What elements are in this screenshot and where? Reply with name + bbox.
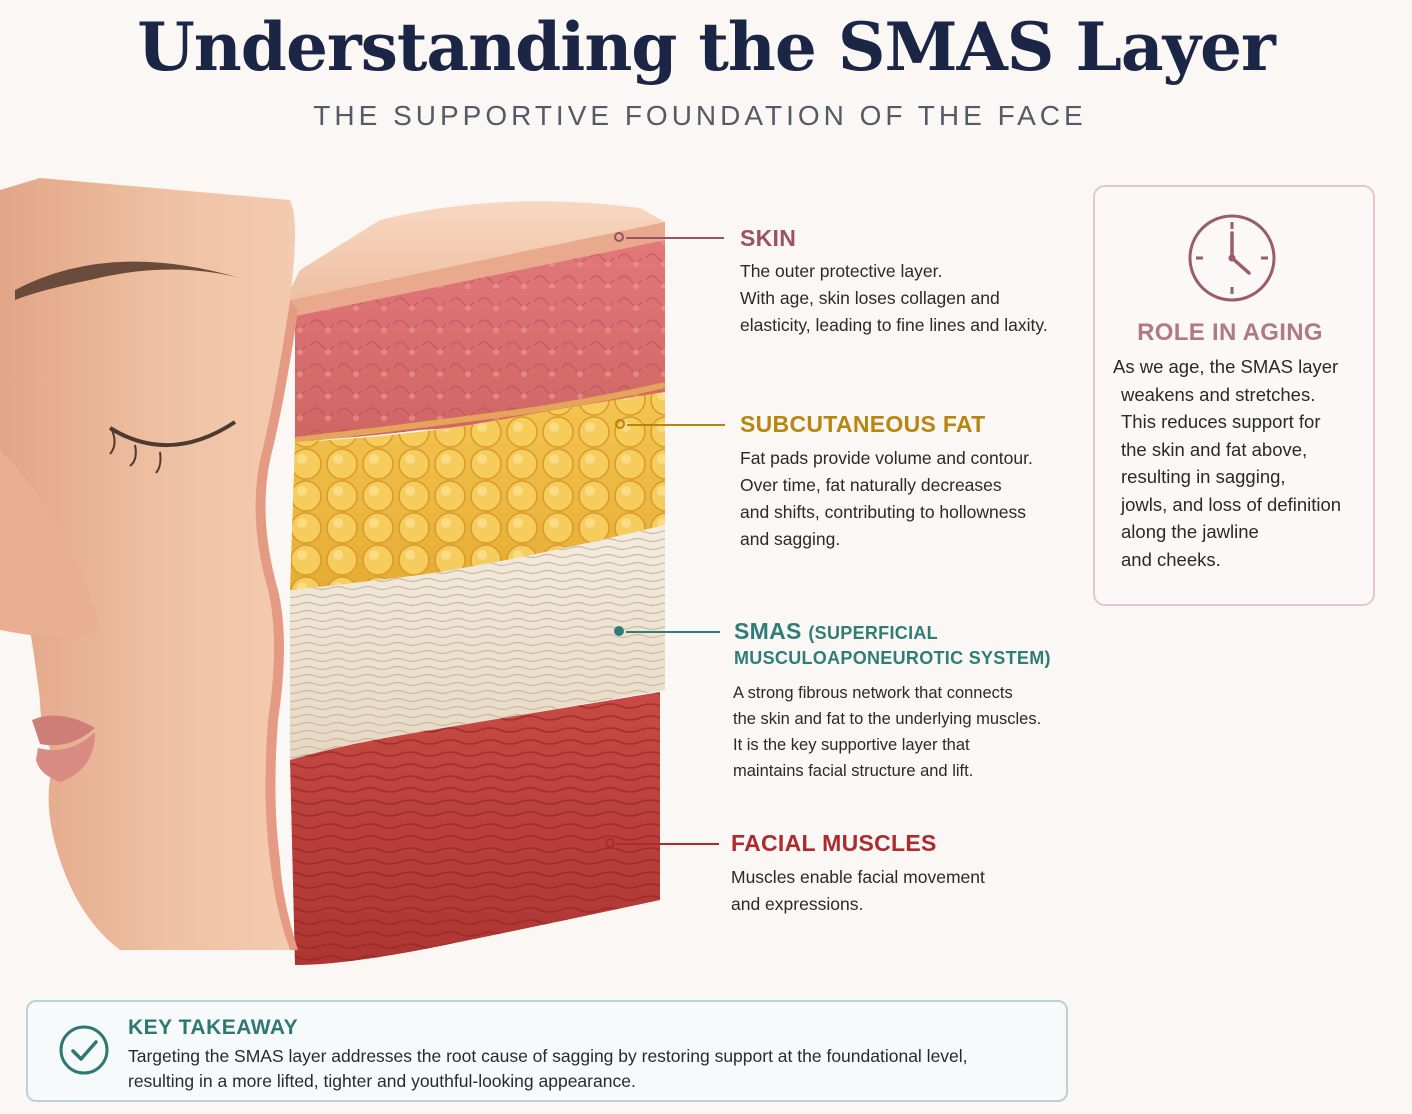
smas-label: SMAS (SUPERFICIAL [734,618,938,644]
face-cross-section-illustration [0,178,666,965]
smas-label-sub: (SUPERFICIAL [808,623,938,643]
upper-lip [32,715,95,746]
lower-lip [36,732,95,782]
aging-title: ROLE IN AGING [1137,319,1323,346]
check-circle-icon [59,1025,109,1075]
key-takeaway-box: KEY TAKEAWAY Targeting the SMAS layer ad… [26,1000,1068,1102]
muscle-description: Muscles enable facial movement and expre… [731,867,985,914]
skin-connector-line [626,237,724,239]
smas-connector-line [626,631,720,633]
skin-marker-dot [614,232,624,242]
fat-connector-line [627,424,725,426]
clock-icon [1188,214,1276,302]
fat-label: SUBCUTANEOUS FAT [740,411,986,437]
skin-label: SKIN [740,225,797,251]
takeaway-title: KEY TAKEAWAY [128,1016,299,1039]
fat-description: Fat pads provide volume and contour. Ove… [740,448,1033,549]
smas-label-sub-line: MUSCULOAPONEUROTIC SYSTEM) [734,648,1051,668]
cut-edge [255,300,298,950]
nose [0,450,98,639]
muscle-marker-dot [605,838,615,848]
page-title: Understanding the SMAS Layer [137,8,1275,86]
closed-eye [108,420,237,447]
skin-description: The outer protective layer. With age, sk… [740,261,1048,335]
smas-description: A strong fibrous network that connects t… [733,684,1042,780]
block-top-surface [290,201,665,300]
muscle-label: FACIAL MUSCLES [731,830,937,856]
takeaway-text: Targeting the SMAS layer addresses the r… [128,1046,968,1091]
eyebrow [15,261,240,300]
role-in-aging-card: ROLE IN AGING As we age, the SMAS layer … [1093,185,1375,606]
page-subtitle: THE SUPPORTIVE FOUNDATION OF THE FACE [313,100,1087,131]
fat-marker-dot [615,419,625,429]
smas-marker-dot [614,626,624,636]
aging-text: As we age, the SMAS layer weakens and st… [1113,356,1342,570]
muscle-connector-line [617,843,719,845]
